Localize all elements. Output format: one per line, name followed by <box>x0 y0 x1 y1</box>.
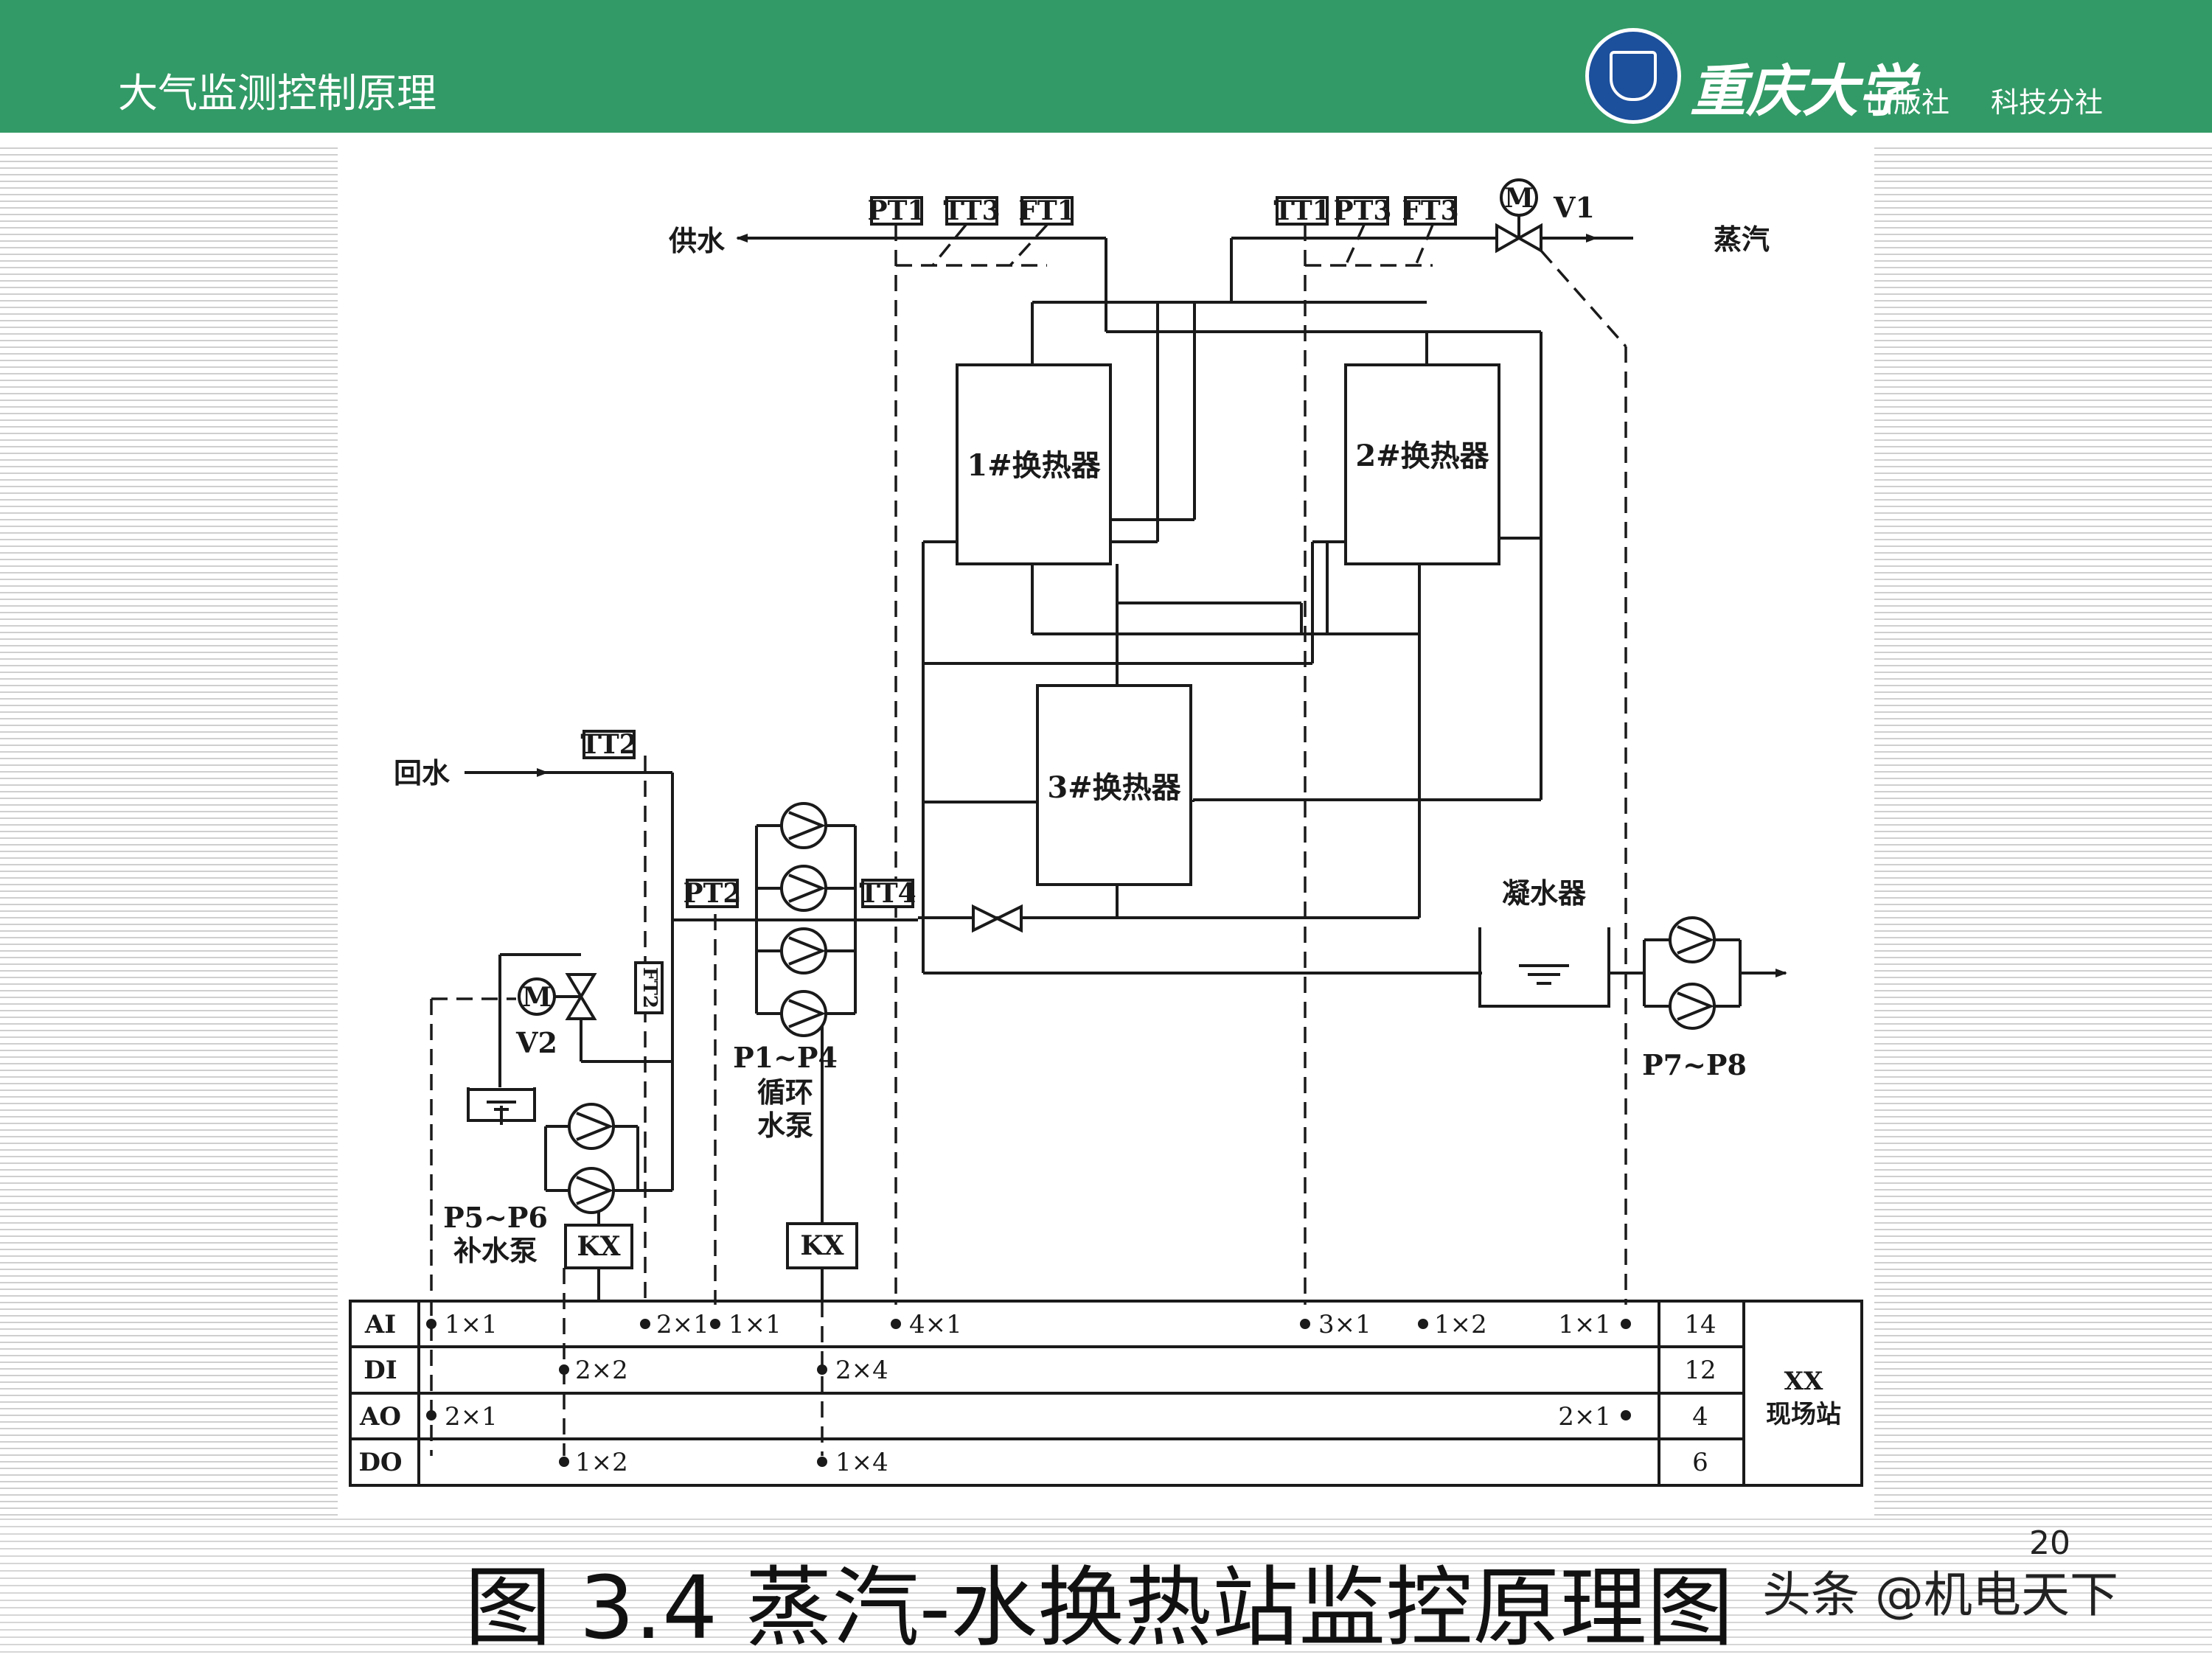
right-stripes <box>1874 147 2212 1519</box>
io-total-ao: 4 <box>1692 1402 1708 1432</box>
svg-text:TT1: TT1 <box>1273 195 1330 226</box>
pipe-network <box>465 234 1787 1301</box>
watermark: 头条 @机电天下 <box>1762 1566 2118 1623</box>
io-row-di: DI <box>364 1356 397 1385</box>
io-ai-4: 4×1 <box>909 1310 962 1339</box>
svg-text:FT1: FT1 <box>1018 195 1075 226</box>
io-row-ai: AI <box>364 1310 396 1339</box>
steam-valve-v1: M V1 <box>1495 178 1595 254</box>
valve-v1-label: V1 <box>1553 191 1595 224</box>
io-ao-2: 2×1 <box>1558 1402 1611 1432</box>
circ-pump-code: P1~P4 <box>733 1041 838 1074</box>
io-ai-7: 1×1 <box>1558 1310 1611 1339</box>
io-ao-1: 2×1 <box>445 1402 498 1432</box>
io-row-ao: AO <box>359 1402 401 1432</box>
svg-text:FT2: FT2 <box>639 967 661 1008</box>
university-name: 重庆大学 <box>1690 58 1914 124</box>
sensor-pt1: PT1 <box>868 195 926 226</box>
svg-text:PT1: PT1 <box>868 195 926 226</box>
svg-text:FT3: FT3 <box>1402 195 1458 226</box>
svg-text:TT4: TT4 <box>859 878 916 909</box>
page-title: 大气监测控制原理 <box>118 70 437 116</box>
io-total-do: 6 <box>1692 1448 1708 1477</box>
io-do-2: 1×4 <box>835 1448 888 1477</box>
condensate-pump-code: P7~P8 <box>1642 1048 1747 1081</box>
header-bar: 大气监测控制原理 重庆大学 出版社 科技分社 <box>0 0 2212 133</box>
io-ai-5: 3×1 <box>1318 1310 1371 1339</box>
valve-v2-label: V2 <box>515 1026 557 1059</box>
sensor-ft1: FT1 <box>1018 195 1075 226</box>
sensor-tt2: TT2 <box>580 729 637 760</box>
supply-water-label: 供水 <box>669 224 726 257</box>
makeup-pump-code: P5~P6 <box>443 1201 548 1234</box>
motor-label-v1: M <box>1504 183 1534 214</box>
condenser-label: 凝水器 <box>1502 876 1587 910</box>
io-di-1: 2×2 <box>575 1356 628 1385</box>
sensor-tt3-supply: TT3 <box>943 195 1000 226</box>
sensor-pt3: PT3 <box>1334 195 1392 226</box>
io-ai-1: 1×1 <box>445 1310 498 1339</box>
motor-label-v2: M <box>522 982 552 1013</box>
station-name-line1: XX <box>1784 1367 1823 1396</box>
makeup-pump-name: 补水泵 <box>453 1234 538 1267</box>
exchanger-2-label: 2#换热器 <box>1355 439 1489 473</box>
io-total-di: 12 <box>1684 1356 1716 1385</box>
io-ai-2: 2×1 <box>656 1310 709 1339</box>
io-table: AI DI AO DO 14 12 4 6 XX 现场站 1×1 2×1 1×1… <box>349 1300 1863 1487</box>
condensate-pumps: P7~P8 <box>1642 916 1747 1081</box>
steam-label: 蒸汽 <box>1714 223 1770 256</box>
sensor-ft3: FT3 <box>1402 195 1458 226</box>
sensor-tt4: TT4 <box>859 878 916 909</box>
kx-label-1: KX <box>577 1231 620 1262</box>
figure-caption: 图 3.4 蒸汽-水换热站监控原理图 <box>465 1557 1734 1659</box>
left-stripes <box>0 147 338 1519</box>
svg-text:PT2: PT2 <box>684 878 742 909</box>
page-number: 20 <box>2029 1524 2070 1562</box>
sensor-tt1: TT1 <box>1273 195 1330 226</box>
circulation-pumps: P1~P4 循环 水泵 <box>733 802 838 1142</box>
makeup-tank <box>467 1087 536 1122</box>
svg-text:PT3: PT3 <box>1334 195 1392 226</box>
kx-label-2: KX <box>800 1230 844 1261</box>
exchanger-2: 2#换热器 <box>1344 363 1500 565</box>
makeup-valve-v2: M V2 <box>515 973 597 1059</box>
press-label: 出版社 <box>1865 86 1950 119</box>
io-dots <box>426 1319 1631 1467</box>
makeup-pumps: P5~P6 补水泵 <box>443 1103 615 1267</box>
station-name-line2: 现场站 <box>1766 1400 1841 1429</box>
io-ai-3: 1×1 <box>728 1310 782 1339</box>
io-row-do: DO <box>358 1448 402 1477</box>
return-water-label: 回水 <box>394 756 451 789</box>
sensor-tags: PT1 TT3 FT1 TT1 PT3 FT3 TT2 PT2 TT4 FT2 <box>580 195 1459 1014</box>
exchanger-1: 1#换热器 <box>956 363 1112 565</box>
branch-label: 科技分社 <box>1991 86 2104 119</box>
bottom-stripes <box>0 1519 2212 1659</box>
exchanger-3-label: 3#换热器 <box>1047 770 1181 805</box>
circ-pump-name-2: 水泵 <box>757 1109 813 1142</box>
io-ai-6: 1×2 <box>1434 1310 1487 1339</box>
io-do-1: 1×2 <box>575 1448 628 1477</box>
svg-text:TT2: TT2 <box>580 729 637 760</box>
exchanger-3: 3#换热器 <box>1036 684 1192 886</box>
io-total-ai: 14 <box>1684 1310 1716 1339</box>
io-di-2: 2×4 <box>835 1356 888 1385</box>
exchanger-1-label: 1#换热器 <box>967 448 1101 483</box>
condenser: 凝水器 <box>1478 876 1610 1008</box>
sensor-pt2: PT2 <box>684 878 742 909</box>
hand-valve <box>972 904 1023 933</box>
sensor-ft2: FT2 <box>634 961 664 1014</box>
signal-lines <box>430 223 1627 1456</box>
svg-text:TT3: TT3 <box>943 195 1000 226</box>
kx-box-1: KX <box>564 1224 633 1269</box>
university-seal-icon <box>1585 28 1681 124</box>
kx-box-2: KX <box>786 1222 858 1269</box>
circ-pump-name-1: 循环 <box>757 1075 813 1109</box>
